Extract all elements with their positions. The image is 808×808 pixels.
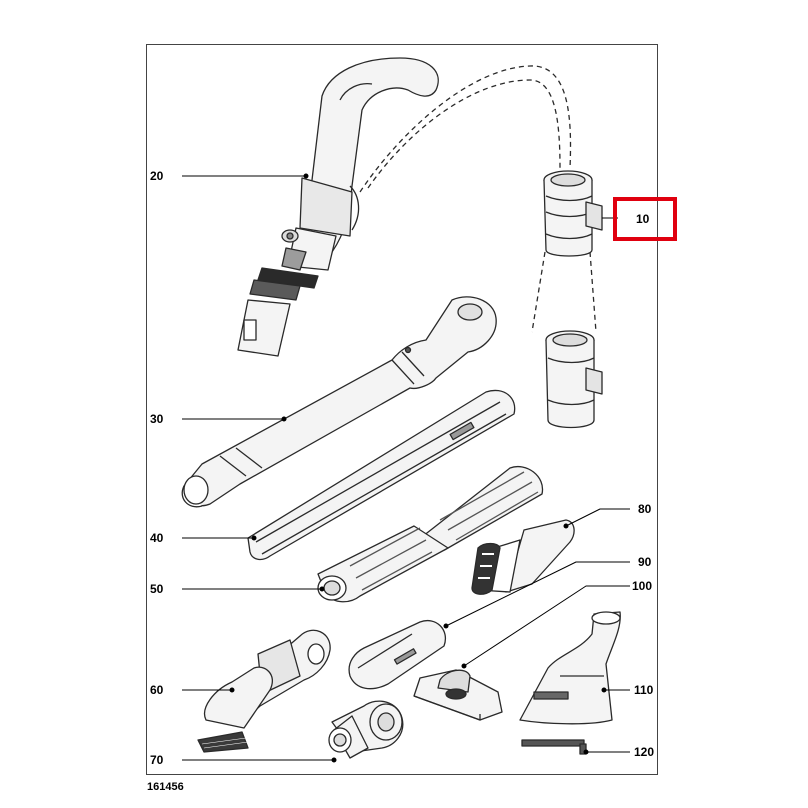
callout-110[interactable]: 110 [634, 683, 654, 697]
part-20-handle [237, 57, 439, 357]
callout-30[interactable]: 30 [150, 412, 164, 426]
callout-70[interactable]: 70 [150, 753, 164, 767]
callout-10[interactable]: 10 [636, 212, 650, 226]
callout-60[interactable]: 60 [150, 683, 164, 697]
highlight-box [613, 197, 677, 241]
part-100-flatbrush [413, 669, 503, 721]
callout-20[interactable]: 20 [150, 169, 164, 183]
diagram-frame [146, 44, 658, 775]
leader-lines [182, 173, 630, 763]
part-10-hose [359, 65, 603, 429]
callout-40[interactable]: 40 [150, 531, 164, 545]
part-90-nozzle [348, 620, 446, 690]
part-40-crevice [247, 389, 516, 561]
part-60-dustbrush [197, 629, 331, 753]
callout-50[interactable]: 50 [150, 582, 164, 596]
part-120-strip [521, 739, 587, 755]
part-80-brush [471, 519, 575, 595]
part-70-adapter [328, 700, 404, 759]
part-30-tube [181, 296, 497, 508]
callout-80[interactable]: 80 [638, 502, 652, 516]
document-number: 161456 [147, 781, 184, 793]
callout-100[interactable]: 100 [632, 579, 653, 593]
callout-90[interactable]: 90 [638, 555, 652, 569]
part-50-flex [317, 466, 544, 603]
part-110-upholstery [519, 611, 621, 725]
callout-120[interactable]: 120 [634, 745, 655, 759]
